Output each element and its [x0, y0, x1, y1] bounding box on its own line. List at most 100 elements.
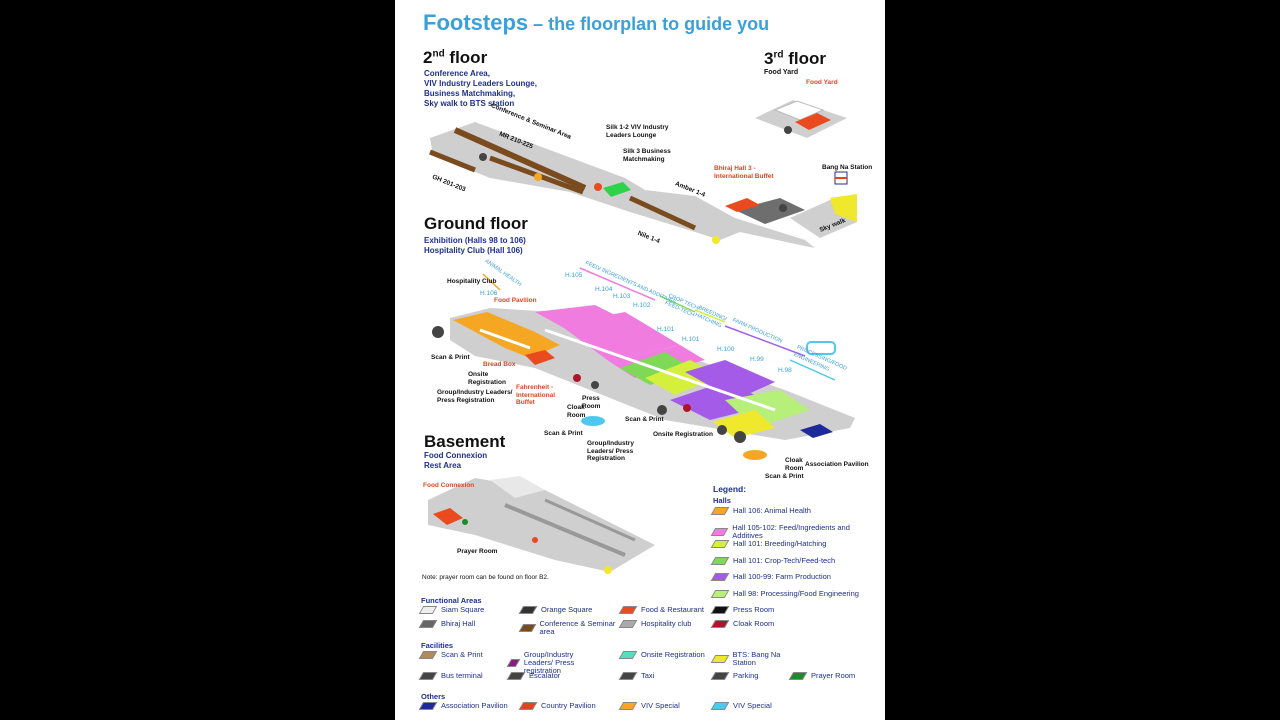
third-floor-title: 3rd floor [764, 49, 826, 68]
legend-label: Hall 101: Crop-Tech/Feed-tech [733, 555, 836, 565]
legend-item: Siam Square [418, 606, 521, 614]
basement-area [490, 476, 545, 498]
second-floor-title: 2nd floor [423, 48, 488, 67]
hall-103-102 [560, 312, 680, 362]
legend-swatch-icon [418, 651, 438, 659]
legend-item: Orange Square [518, 605, 621, 614]
legend-label: Scan & Print [441, 650, 483, 659]
legend-swatch-icon [618, 702, 638, 710]
hall-106-annex [505, 332, 560, 358]
legend-swatch-icon [506, 672, 526, 680]
escalator-marker [479, 153, 487, 161]
legend-label: Orange Square [541, 605, 593, 614]
legend-swatch-icon [710, 672, 730, 680]
legend-swatch-icon [418, 606, 438, 614]
label-cloak-2: Cloak Room [785, 457, 804, 472]
taxi-icon [717, 425, 727, 435]
legend-label: Hall 101: Breeding/Hatching [733, 539, 827, 548]
label-food-connexion: Food Connexion [423, 482, 475, 489]
legend-item: Bhiraj Hall [418, 619, 521, 628]
legend-swatch-icon [518, 606, 538, 614]
basement-plate [428, 478, 655, 572]
legend-item: Prayer Room [788, 672, 881, 680]
legend-swatch-icon [618, 651, 638, 659]
legend-item: Group/Industry Leaders/ Press registrati… [506, 650, 604, 675]
legend-item: Hall 101: Crop-Tech/Feed-tech [710, 555, 873, 565]
basement-bts-marker [604, 566, 612, 574]
legend-item: VIV Special [618, 701, 721, 710]
hall-label-104: H.104 [595, 286, 613, 293]
legend-label: Hall 106: Animal Health [733, 506, 811, 515]
label-hospitality-club: Hospitality Club [447, 278, 497, 285]
viv-special-logo [806, 341, 836, 355]
label-scan-print-1: Scan & Print [431, 354, 470, 361]
food-connexion-block [433, 508, 463, 525]
hall-label-101b: H.101 [682, 336, 700, 343]
viv-special-marker [581, 416, 605, 426]
legend-label: Bhiraj Hall [441, 619, 476, 628]
legend-swatch-icon [710, 620, 730, 628]
hall-label-105: H.105 [565, 272, 583, 279]
second-floor-plan [429, 122, 857, 248]
legend-swatch-icon [518, 624, 536, 632]
bts-marker [712, 236, 720, 244]
fahrenheit-buffet [525, 350, 555, 365]
conference-area-block [453, 127, 587, 191]
legend-swatch-icon [710, 527, 729, 536]
hall-label-99: H.99 [750, 356, 764, 363]
prayer-room-marker [462, 519, 468, 525]
legend-swatch-icon [518, 702, 538, 710]
label-silk3: Silk 3 Business Matchmaking [623, 148, 671, 163]
label-group-1: Group/Industry Leaders/ Press Registrati… [437, 389, 513, 404]
bhiraj-buffet-restaurant [725, 198, 760, 212]
legend-swatch-icon [618, 620, 638, 628]
legend-others-head: Others [421, 692, 446, 701]
legend-label: Country Pavilion [541, 701, 596, 710]
legend-label: Onsite Registration [641, 650, 705, 659]
parking-icon [734, 431, 746, 443]
hall-label-103: H.103 [613, 293, 631, 300]
amber-nile-rooms [628, 195, 697, 231]
legend-label: Group/Industry Leaders/ Press registrati… [523, 650, 575, 675]
hall-label-100: H.100 [717, 346, 735, 353]
legend-item: Taxi [618, 672, 711, 680]
hall-label-98: H.98 [778, 367, 792, 374]
food-yard-block [795, 113, 831, 130]
legend-item: Country Pavilion [518, 701, 621, 710]
third-floor-desc: Food Yard [764, 69, 799, 76]
legend-swatch-icon [710, 507, 730, 515]
legend-label: Hospitality club [641, 619, 692, 628]
legend-item: VIV Special [710, 701, 813, 710]
legend-label: VIV Special [733, 701, 772, 710]
hall-106 [453, 312, 535, 348]
label-group-2: Group/Industry Leaders/ Press Registrati… [587, 440, 634, 462]
legend-swatch-icon [788, 672, 808, 680]
label-fahrenheit: Fahrenheit - International Buffet [516, 384, 556, 406]
hall-label-106: H.106 [480, 290, 498, 297]
ground-cloak-marker [573, 374, 581, 382]
third-floor-plan [755, 100, 847, 138]
bus-terminal-icon [432, 326, 444, 338]
second-floor-desc: Conference Area, VIV Industry Leaders Lo… [424, 69, 537, 108]
legend-label: Food & Restaurant [641, 605, 704, 614]
legend-item: Hospitality club [618, 619, 721, 628]
legend-label: VIV Special [641, 701, 680, 710]
legend-item: Bus terminal [418, 672, 511, 680]
basement-plan [428, 476, 655, 574]
silk-rooms [603, 182, 631, 197]
label-scan-print-2: Scan & Print [544, 430, 583, 437]
label-bhiraj: Bhiraj Hall 3 - International Buffet [714, 165, 774, 180]
legend-item: Cloak Room [710, 620, 813, 628]
bang-na-station-block [830, 194, 857, 222]
legend-swatch-icon [418, 672, 438, 680]
legend-item: BTS: Bang Na Station [710, 651, 803, 667]
legend-item: Press Room [710, 606, 813, 614]
label-food-pavilion: Food Pavilion [494, 297, 537, 304]
hall-label-102: H.102 [633, 302, 651, 309]
legend-item: Association Pavilion [418, 702, 521, 710]
legend-swatch-icon [418, 620, 438, 628]
label-bread-box: Bread Box [483, 361, 516, 368]
legend-item: Hall 100-99: Farm Production [710, 573, 873, 581]
label-onsite-1: Onsite Registration [468, 371, 506, 386]
ground-escalator-marker [591, 381, 599, 389]
